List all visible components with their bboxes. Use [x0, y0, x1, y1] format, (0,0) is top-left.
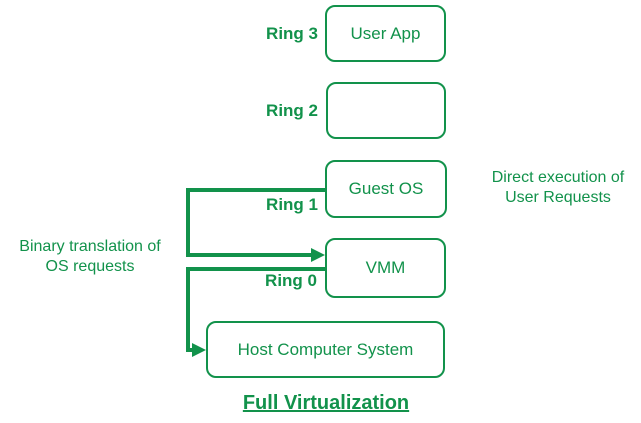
binary-translation-caption-line2: OS requests	[45, 258, 135, 275]
user-app-box: User App	[325, 5, 446, 62]
ring-1-label: Ring 1	[266, 195, 318, 214]
host-computer-system-box: Host Computer System	[206, 321, 445, 378]
diagram-title: Full Virtualization	[242, 392, 410, 414]
ring-2-label: Ring 2	[266, 101, 318, 120]
guest-os-box: Guest OS	[325, 160, 447, 218]
binary-translation-caption-line1: Binary translation of	[19, 238, 161, 255]
ring-3-label: Ring 3	[266, 24, 318, 43]
direct-execution-caption-line2: User Requests	[505, 189, 611, 206]
vmm-to-host-connector	[186, 267, 325, 352]
ring2-empty-box	[326, 82, 446, 139]
user-app-label: User App	[350, 23, 421, 43]
vmm-box: VMM	[325, 238, 446, 298]
ring-0-label: Ring 0	[265, 271, 317, 290]
host-computer-system-label: Host Computer System	[237, 339, 414, 359]
direct-execution-caption-line1: Direct execution of	[491, 169, 625, 186]
vmm-to-host-arrowhead-icon	[192, 343, 206, 357]
guest-os-label: Guest OS	[348, 179, 424, 198]
guest-os-to-vmm-connector	[186, 188, 325, 257]
guest-os-to-vmm-arrowhead-icon	[311, 248, 325, 262]
direct-execution-caption: Direct execution of User Requests	[478, 168, 638, 208]
binary-translation-caption: Binary translation of OS requests	[4, 237, 176, 277]
vmm-label: VMM	[365, 258, 406, 277]
